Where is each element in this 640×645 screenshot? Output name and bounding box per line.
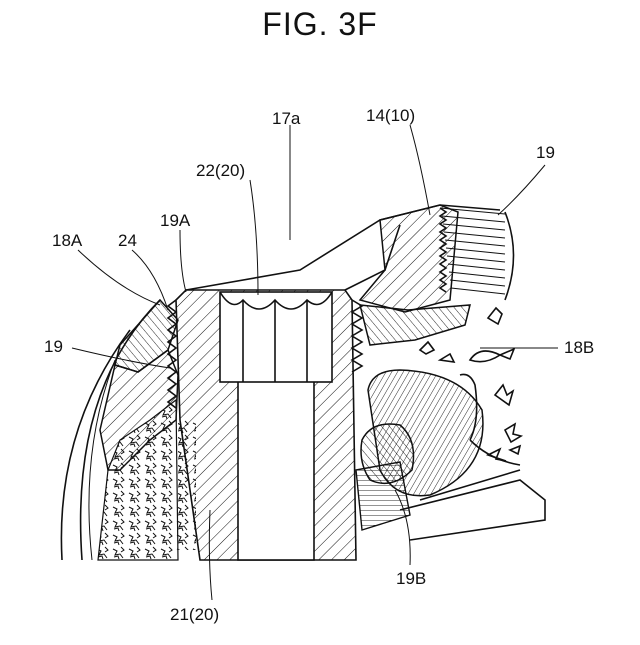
central-channel (238, 380, 314, 560)
label-19-left: 19 (44, 337, 63, 356)
label-14-10: 14(10) (366, 106, 415, 125)
bone-texture-center (178, 420, 196, 550)
thread-body-right (352, 300, 362, 372)
label-19b: 19B (396, 569, 426, 588)
threaded-stub (356, 462, 410, 530)
label-19-top: 19 (536, 143, 555, 162)
label-24: 24 (118, 231, 137, 250)
label-17a: 17a (272, 109, 301, 128)
label-21-20: 21(20) (170, 605, 219, 624)
figure-title: FIG. 3F (0, 6, 640, 43)
crown-18b (360, 305, 470, 345)
label-18a: 18A (52, 231, 83, 250)
screw-socket (220, 292, 332, 382)
label-19a: 19A (160, 211, 191, 230)
label-18b: 18B (564, 338, 594, 357)
label-22-20: 22(20) (196, 161, 245, 180)
